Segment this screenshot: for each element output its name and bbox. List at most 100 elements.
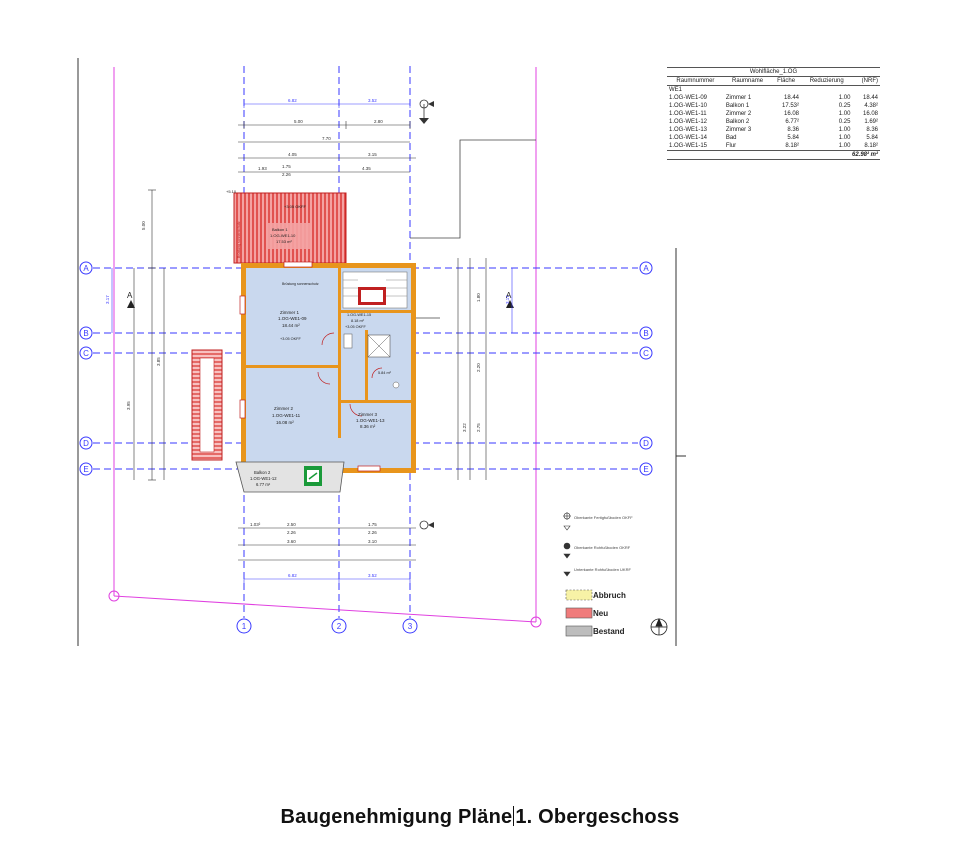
area-table-cell: 8.36 — [787, 127, 799, 133]
area-table-cell: 1.00 — [838, 143, 851, 149]
area-table-cell: 1.OG-WE1-13 — [669, 127, 708, 133]
balcony-1-area: 17.53 m² — [276, 239, 292, 244]
legend-neu: Neu — [593, 609, 608, 618]
area-table-total: 62.98² m² — [667, 150, 880, 160]
area-table-group: WE1 — [669, 87, 683, 93]
balcony-2-name: Balkon 2 — [254, 470, 271, 475]
area-table-cell: 8.18² — [864, 143, 878, 149]
area-table-cell: Zimmer 3 — [725, 127, 752, 133]
area-table-cell: 1.00 — [838, 127, 851, 133]
zimmer-1-area: 18.44 m² — [282, 323, 300, 328]
area-table-row: 1.OG-WE1-13 Zimmer 3 8.36 1.00 8.36 — [667, 126, 880, 134]
area-table: Wohlfläche_1.OG Raumnummer Raumname Fläc… — [667, 67, 880, 160]
interior-stair — [342, 271, 408, 309]
legend-bestand: Bestand — [593, 627, 625, 636]
area-table-cell: 1.OG-WE1-12 — [669, 119, 708, 125]
area-table-cell: 8.18² — [785, 143, 799, 149]
axis-d-left: D — [83, 439, 89, 448]
axis-a-left: A — [83, 264, 89, 273]
area-table-cell: 1.OG-WE1-15 — [669, 143, 708, 149]
legend-okrf: Oberkante Rohfußboden OKRF — [574, 545, 631, 550]
dim-bot3-a: 6.82 — [288, 573, 297, 578]
level-mid: +3.05 OKFF — [345, 325, 366, 329]
level-top: +5.10 — [226, 189, 237, 194]
dim-bot1-a: 1.03² — [250, 522, 261, 527]
legend-swatch-bestand — [565, 625, 593, 637]
text-cursor — [513, 806, 515, 826]
area-table-cell: 1.OG-WE1-11 — [669, 111, 707, 117]
area-table-cell: Balkon 1 — [725, 103, 750, 109]
dim-top2-b: 2.80 — [374, 119, 383, 124]
axis-b-left: B — [83, 329, 88, 338]
legend-swatch-neu — [565, 607, 593, 619]
dim-top5-b: 1.75 — [282, 164, 291, 169]
axis-c-right: C — [643, 349, 649, 358]
external-stair — [191, 349, 223, 461]
dim-bot2-a: 3.60 — [287, 539, 296, 544]
zimmer-2-name: Zimmer 2 — [274, 406, 293, 411]
dim-right-d: 3.22 — [462, 423, 467, 432]
dim-right-b: 1.80 — [476, 293, 481, 302]
dim-left-b: 3.85 — [156, 357, 161, 366]
dim-bot1-d: 1.75 — [368, 522, 377, 527]
column-axis-labels: 1 2 3 — [236, 618, 418, 634]
area-table-row: 1.OG-WE1-15 Flur 8.18² 1.00 8.18² — [667, 142, 880, 151]
balcony-1-text: +3.05 OKFF Balkon 1 1.OG-WE1-10 17.53 m² — [270, 204, 306, 244]
doors — [317, 332, 383, 417]
dim-top5-c: 2.26 — [282, 172, 291, 177]
balcony-2-id: 1.OG-WE1-12 — [250, 476, 277, 481]
flur-area: 8.18 m² — [351, 319, 365, 323]
dim-bot1-b: 2.50 — [287, 522, 296, 527]
dimension-chains-top: 6.82 3.52 5.00 2.80 7.70 4.05 3.15 1.93 … — [238, 98, 416, 177]
legend-okff: Oberkante Fertigfußboden OKFF — [574, 515, 633, 520]
dimension-chains-bottom: 1.03² 2.50 2.26 1.75 2.26 3.60 3.10 6.82… — [238, 522, 416, 583]
legend-abbruch: Abbruch — [593, 591, 626, 600]
dim-top5-a: 1.93 — [258, 166, 267, 171]
balcony-2-area: 6.77 m² — [256, 482, 271, 487]
area-table-header: Fläche — [771, 76, 801, 86]
site-outline — [410, 139, 536, 319]
row-axis-labels: A B C D E A B C D E — [79, 261, 653, 476]
area-table-cell: Balkon 2 — [725, 119, 750, 125]
area-table-header: Raumnummer — [667, 76, 724, 86]
grid-axes-horizontal — [93, 267, 638, 470]
axis-d-right: D — [643, 439, 649, 448]
area-table-header: (NRF) — [852, 76, 880, 86]
dim-bot2-b: 3.10 — [368, 539, 377, 544]
area-table-cell: 1.OG-WE1-14 — [669, 135, 708, 141]
area-table-cell: 4.38² — [864, 103, 878, 109]
area-table-cell: 16.08 — [783, 111, 799, 117]
axis-b-right: B — [643, 329, 648, 338]
dimension-chains-left: 5.00 3.85 3.95 3.17 — [105, 189, 165, 481]
axis-3: 3 — [408, 622, 413, 631]
area-table-cell: 1.OG-WE1-09 — [669, 95, 708, 101]
balcony-1-label-box — [266, 223, 312, 249]
area-table-cell: 0.25 — [838, 119, 851, 125]
legend-symbols — [563, 512, 571, 577]
dim-right-a: 3.17 — [505, 295, 510, 304]
area-table-cell: Flur — [725, 143, 737, 149]
dim-top4-b: 3.15 — [368, 152, 377, 157]
axis-2: 2 — [337, 622, 342, 631]
legend-ukrf: Unterkante Rohfußboden UKRF — [574, 567, 631, 572]
axis-e-left: E — [83, 465, 88, 474]
area-table-cell: Zimmer 2 — [725, 111, 752, 117]
area-table-cell: 6.77² — [785, 119, 799, 125]
section-label-left: A — [127, 291, 133, 300]
area-table-cell: 1.00 — [838, 95, 851, 101]
note-sonnenschutz: Brüstung sonnenschutz — [237, 221, 241, 258]
zimmer-1-name: Zimmer 1 — [280, 310, 299, 315]
bad-area: 5.84 m² — [378, 371, 392, 375]
dim-bot1-e: 2.26 — [368, 530, 377, 535]
section-mark-right — [419, 99, 434, 530]
dim-left-a: 5.00 — [141, 221, 146, 230]
dimension-chains-right: 3.17 1.80 2.20 3.22 2.75 — [457, 258, 513, 480]
area-table-cell: 5.84 — [787, 135, 799, 141]
axis-1: 1 — [242, 622, 247, 631]
zimmer-2-id: 1.OG-WE1-11 — [272, 413, 301, 418]
area-table-cell: 8.36 — [866, 127, 878, 133]
